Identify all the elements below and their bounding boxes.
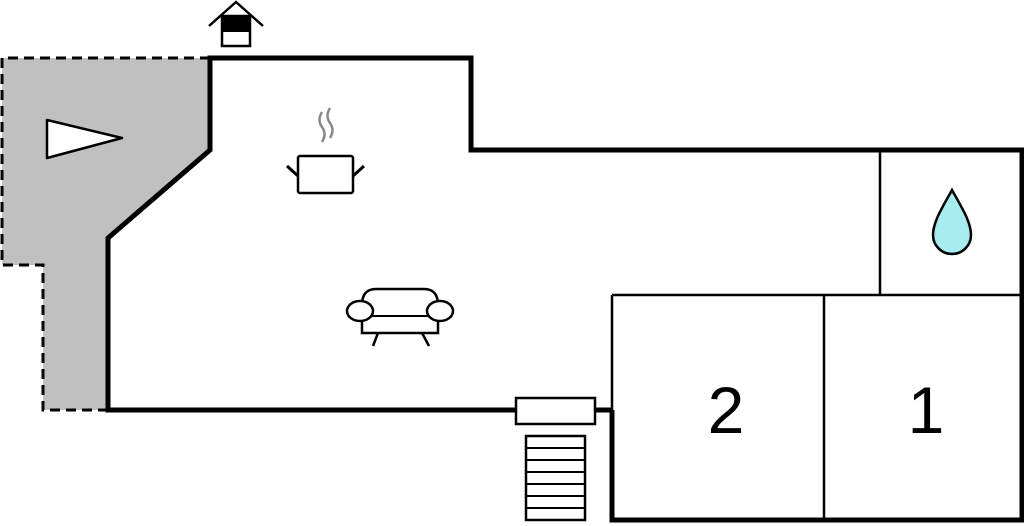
bathroom-water-drop-icon	[931, 187, 973, 256]
living-sofa-icon	[345, 287, 455, 347]
room-label-2: 2	[708, 373, 745, 447]
entrance-house-icon	[208, 0, 264, 48]
main-outer-wall	[105, 55, 1024, 523]
room-label-1: 1	[908, 373, 945, 447]
entrance-door-landing	[514, 396, 597, 426]
kitchen-pot-icon	[285, 107, 366, 195]
terrace-arrow-icon	[45, 118, 124, 160]
stairs-icon	[524, 434, 587, 522]
terrace-dashed-border	[0, 56, 210, 412]
